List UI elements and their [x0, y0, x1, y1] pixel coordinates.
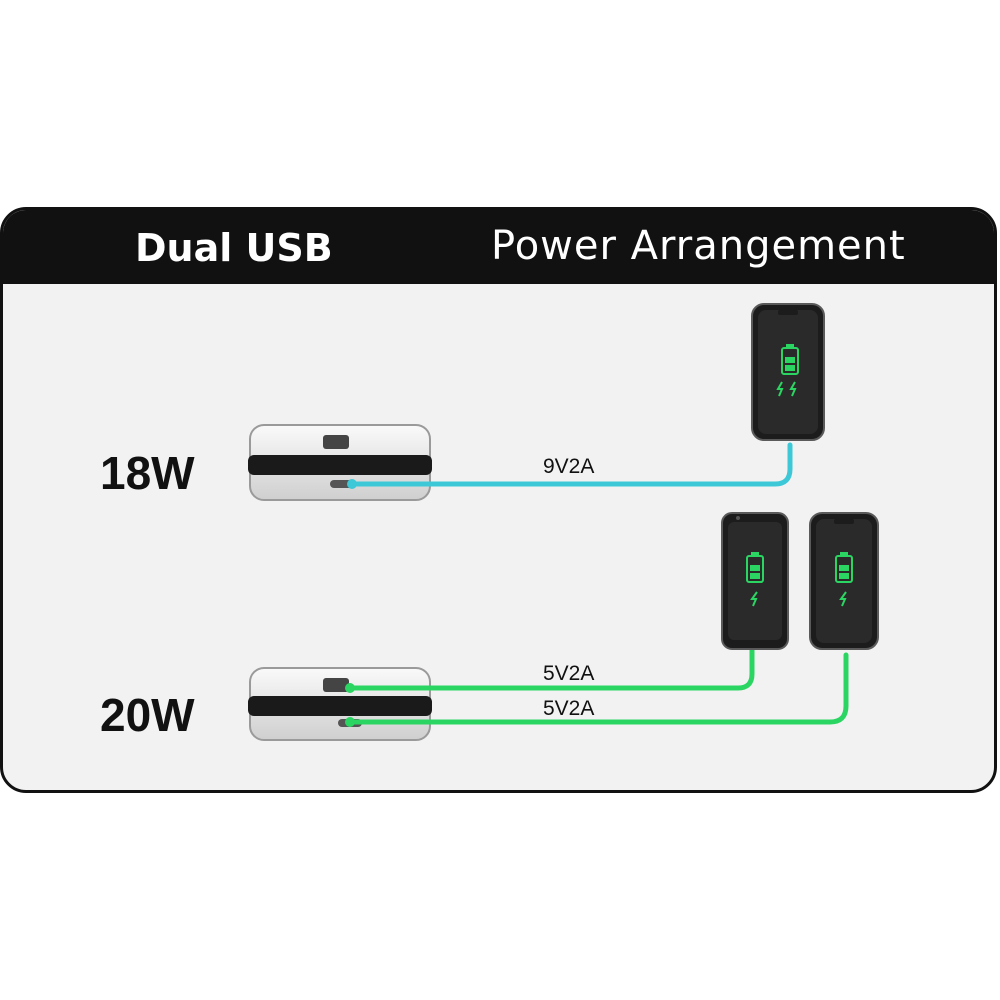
- cable-label-5v2a-bottom: 5V2A: [543, 697, 595, 720]
- cable-9v2a: [349, 442, 793, 487]
- phone-fast-charge-icon: [751, 303, 825, 441]
- phone-charge-icon: [721, 512, 789, 650]
- cable-5v2a-top: [347, 647, 755, 691]
- phone-charge-icon: [809, 512, 879, 650]
- charger-20w-icon: [248, 667, 432, 741]
- dual-usb-title: Dual USB: [135, 226, 333, 270]
- power-arrangement-title: Power Arrangement: [491, 223, 906, 269]
- wattage-18w-label: 18W: [100, 447, 195, 499]
- cable-label-9v2a: 9V2A: [543, 455, 595, 478]
- header-bar: Dual USB Power Arrangement: [3, 210, 994, 284]
- charger-18w-icon: [248, 424, 432, 501]
- wattage-20w-label: 20W: [100, 689, 195, 741]
- cable-label-5v2a-top: 5V2A: [543, 662, 595, 685]
- cable-5v2a-bottom: [347, 652, 849, 725]
- diagram-panel: Dual USB Power Arrangement: [0, 207, 997, 793]
